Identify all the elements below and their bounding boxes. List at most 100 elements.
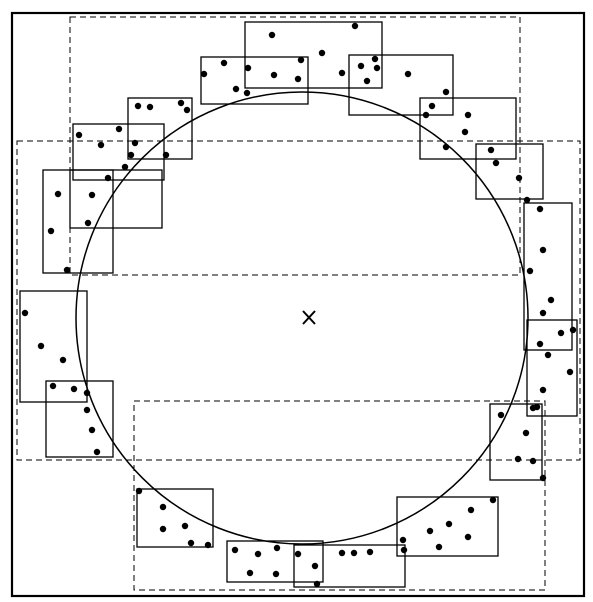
data-point-37: [121, 163, 129, 171]
center-cross-stroke: [302, 310, 316, 325]
data-point-11: [243, 89, 251, 97]
data-point-63: [83, 406, 91, 414]
data-point-34: [97, 141, 105, 149]
data-point-60: [49, 382, 57, 390]
data-point-94: [272, 570, 280, 578]
data-point-72: [135, 487, 143, 495]
cluster-box-8: [475, 143, 544, 200]
data-point-58: [37, 342, 45, 350]
cluster-box-6: [72, 123, 165, 181]
data-point-47: [547, 296, 555, 304]
data-point-70: [529, 457, 537, 465]
data-point-78: [489, 496, 497, 504]
data-point-26: [422, 111, 430, 119]
data-point-22: [177, 99, 185, 107]
data-point-89: [294, 550, 302, 558]
data-point-43: [63, 266, 71, 274]
data-point-74: [181, 522, 189, 530]
data-point-61: [70, 385, 78, 393]
data-point-12: [357, 62, 365, 70]
data-point-20: [134, 102, 142, 110]
data-point-45: [536, 205, 544, 213]
data-point-66: [497, 411, 505, 419]
data-point-39: [88, 191, 96, 199]
cluster-box-10: [523, 202, 573, 351]
data-point-65: [93, 448, 101, 456]
data-point-29: [442, 143, 450, 151]
data-point-51: [557, 329, 565, 337]
x-mark-icon: [302, 310, 316, 325]
data-point-50: [536, 340, 544, 348]
data-point-1: [268, 31, 276, 39]
dashed-region-3: [133, 400, 546, 591]
data-point-15: [363, 77, 371, 85]
data-point-35: [115, 125, 123, 133]
cluster-box-7: [69, 169, 163, 229]
data-point-31: [492, 159, 500, 167]
data-point-8: [220, 59, 228, 67]
cluster-box-5: [419, 97, 517, 160]
cluster-box-17: [226, 540, 324, 583]
data-point-87: [254, 550, 262, 558]
data-point-3: [297, 56, 305, 64]
data-point-86: [231, 546, 239, 554]
cluster-box-11: [19, 290, 88, 403]
cluster-box-15: [136, 488, 214, 548]
data-point-23: [183, 106, 191, 114]
cluster-box-3: [348, 54, 454, 116]
data-point-67: [529, 404, 537, 412]
data-point-81: [426, 527, 434, 535]
data-point-14: [373, 64, 381, 72]
data-point-93: [246, 569, 254, 577]
data-point-2: [351, 22, 359, 30]
data-point-48: [539, 309, 547, 317]
data-point-13: [371, 55, 379, 63]
cluster-box-14: [489, 403, 543, 481]
data-point-32: [515, 174, 523, 182]
cluster-box-4: [127, 97, 193, 160]
data-point-75: [159, 525, 167, 533]
cluster-box-9: [42, 169, 114, 274]
data-point-9: [200, 70, 208, 78]
data-point-5: [244, 64, 252, 72]
data-point-85: [464, 533, 472, 541]
data-point-84: [400, 546, 408, 554]
data-point-10: [294, 75, 302, 83]
data-point-55: [539, 386, 547, 394]
data-point-82: [435, 543, 443, 551]
main-circle: [75, 91, 529, 545]
data-point-54: [566, 368, 574, 376]
data-point-19: [428, 102, 436, 110]
outer-frame: [10, 11, 586, 598]
data-point-95: [311, 562, 319, 570]
cluster-box-18: [293, 544, 406, 588]
data-point-71: [539, 474, 547, 482]
data-point-68: [522, 429, 530, 437]
data-point-73: [159, 503, 167, 511]
data-point-27: [464, 111, 472, 119]
data-point-28: [461, 128, 469, 136]
data-point-53: [569, 326, 577, 334]
data-point-36: [127, 151, 135, 159]
dashed-region-2: [16, 140, 581, 461]
data-point-79: [467, 506, 475, 514]
data-point-91: [350, 549, 358, 557]
data-point-57: [21, 309, 29, 317]
data-point-6: [270, 71, 278, 79]
data-point-92: [366, 548, 374, 556]
data-point-90: [338, 549, 346, 557]
data-point-83: [399, 536, 407, 544]
cluster-box-13: [45, 380, 114, 458]
data-point-46: [539, 246, 547, 254]
cluster-box-12: [526, 319, 578, 417]
data-point-59: [59, 356, 67, 364]
data-point-80: [445, 520, 453, 528]
data-point-30: [487, 146, 495, 154]
data-point-49: [526, 267, 534, 275]
data-point-38: [104, 174, 112, 182]
data-point-77: [187, 539, 195, 547]
data-point-96: [313, 580, 321, 588]
data-point-18: [442, 88, 450, 96]
